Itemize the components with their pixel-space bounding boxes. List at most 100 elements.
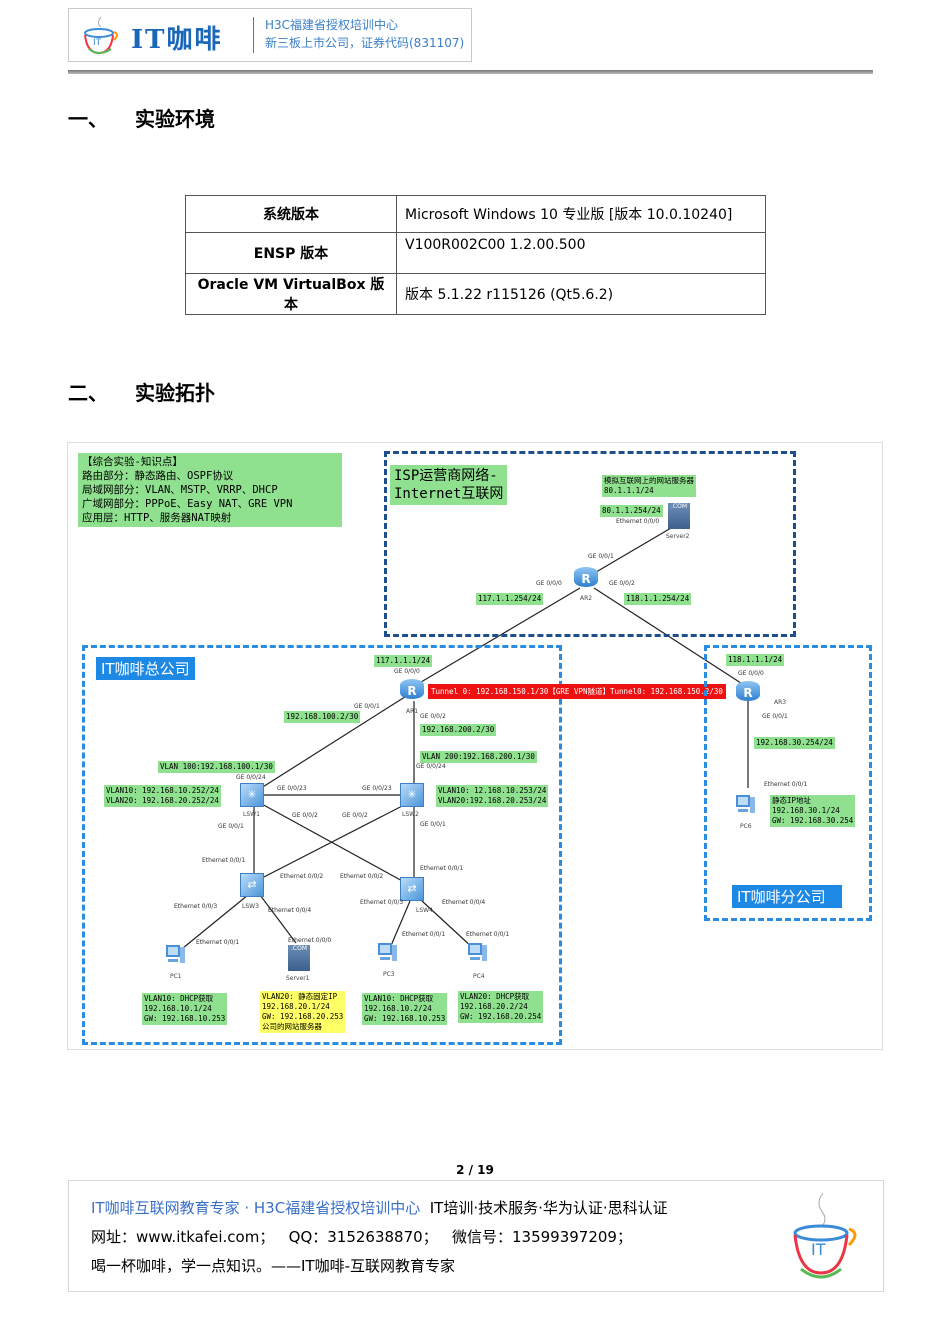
table-key: ENSP 版本	[185, 232, 397, 274]
ar3-label: AR3	[774, 699, 787, 706]
environment-table: 系统版本 Microsoft Windows 10 专业版 [版本 10.0.1…	[185, 195, 766, 315]
pc6-label: PC6	[740, 823, 752, 830]
server2-port-label: Ethernet 0/0/0	[616, 518, 660, 525]
pc3-label: PC3	[383, 971, 395, 978]
footer-box: IT咖啡互联网教育专家 · H3C福建省授权培训中心 IT培训·技术服务·华为认…	[68, 1180, 884, 1292]
hq-region	[82, 645, 562, 1045]
section-number: 二、	[68, 381, 108, 405]
note-line: 192.168.10.1/24	[144, 1004, 212, 1013]
ar1-ge002-label: GE 0/0/2	[420, 713, 446, 720]
ar2-ge000-label: GE 0/0/0	[536, 580, 562, 587]
lsw1-ge024-label: GE 0/0/24	[236, 774, 266, 781]
lsw3-switch-icon[interactable]: ⇄	[240, 873, 264, 897]
table-key: 系统版本	[185, 195, 397, 233]
note-line: 静态IP地址	[772, 796, 812, 805]
note-line: VLAN20: DHCP获取	[460, 992, 530, 1001]
ar2-label: AR2	[580, 595, 593, 602]
note-line: GW: 192.168.10.253	[144, 1014, 226, 1023]
table-value: Microsoft Windows 10 专业版 [版本 10.0.10240]	[396, 195, 766, 233]
ip-line: VLAN10: 12.168.10.253/24	[438, 786, 547, 795]
ar2-left-ip-label: 117.1.1.254/24	[476, 593, 544, 605]
lsw3-e3-label: Ethernet 0/0/3	[174, 903, 218, 910]
lsw4-e3-label: Ethernet 0/0/3	[360, 899, 404, 906]
link-lsw3-server1	[259, 894, 297, 944]
ar1-ip2-label: 192.168.200.2/30	[420, 724, 497, 736]
brand-name: IT咖啡	[131, 25, 223, 55]
ar3-ge000-label: GE 0/0/0	[738, 670, 764, 677]
pc6-note: 静态IP地址 192.168.30.1/24 GW: 192.168.30.25…	[770, 795, 856, 827]
note-line: 公司的网站服务器	[262, 1022, 322, 1031]
header-sub-line1: H3C福建省授权培训中心	[265, 18, 399, 32]
lsw1-ge023-label: GE 0/0/23	[277, 785, 307, 792]
footer-line1: IT咖啡互联网教育专家 · H3C福建省授权培训中心 IT培训·技术服务·华为认…	[91, 1197, 668, 1218]
server2-icon[interactable]: .COM	[668, 503, 690, 529]
ar1-wan-ip-label: 117.1.1.1/24	[374, 655, 433, 667]
section-title: 实验拓扑	[135, 381, 215, 405]
lsw1-label: LSW1	[243, 811, 260, 818]
note-line: 局域网部分：VLAN、MSTP、VRRP、DHCP	[82, 484, 278, 496]
header-logo-box: IT IT咖啡 H3C福建省授权培训中心 新三板上市公司，证券代码(831107…	[68, 8, 472, 62]
note-line: 模拟互联网上的网站服务器	[604, 476, 694, 485]
ar1-router-icon[interactable]: R	[400, 679, 424, 699]
lsw3-e4-label: Ethernet 0/0/4	[268, 907, 312, 914]
pc6-icon[interactable]	[734, 793, 756, 815]
footer-slogan-blue: IT咖啡互联网教育专家 · H3C福建省授权培训中心	[91, 1199, 421, 1217]
pc1-icon[interactable]	[164, 943, 186, 965]
header-divider	[253, 17, 254, 53]
ip-line: VLAN20: 192.168.20.252/24	[106, 796, 219, 805]
lsw2-switch-icon[interactable]: ✳	[400, 783, 424, 807]
lsw2-ip-label: VLAN10: 12.168.10.253/24 VLAN20:192.168.…	[436, 785, 549, 807]
pc1-label: PC1	[170, 973, 182, 980]
note-line: 80.1.1.1/24	[604, 486, 654, 495]
note-line: 广域网部分：PPPoE、Easy NAT、GRE VPN	[82, 498, 293, 510]
table-row: Oracle VM VirtualBox 版本 版本 5.1.22 r11512…	[185, 273, 766, 315]
footer-contact-line: 网址：www.itkafei.com； QQ：3152638870； 微信号：1…	[91, 1228, 632, 1246]
note-line: 应用层：HTTP、服务器NAT映射	[82, 512, 232, 524]
ar1-ge001-label: GE 0/0/1	[354, 703, 380, 710]
lsw1-switch-icon[interactable]: ✳	[240, 783, 264, 807]
isp-title-line: Internet互联网	[394, 486, 504, 502]
table-value: 版本 5.1.22 r115126 (Qt5.6.2)	[396, 273, 766, 315]
pc4-icon[interactable]	[466, 941, 488, 963]
pc3-icon[interactable]	[376, 941, 398, 963]
server2-label: Server2	[666, 533, 690, 540]
ar3-wan-ip-label: 118.1.1.1/24	[726, 654, 785, 666]
note-line: 192.168.30.1/24	[772, 806, 840, 815]
lsw4-e2-label: Ethernet 0/0/2	[340, 873, 384, 880]
coffee-cup-logo-icon: IT	[793, 1192, 857, 1279]
ar1-label: AR1	[406, 708, 419, 715]
ar2-ge001-label: GE 0/0/1	[588, 553, 614, 560]
ar3-router-icon[interactable]: R	[736, 681, 760, 701]
lsw1-ip-label: VLAN10: 192.168.10.252/24 VLAN20: 192.16…	[104, 785, 221, 807]
note-line: GW: 192.168.30.254	[772, 816, 854, 825]
note-line: VLAN20: 静态固定IP	[262, 992, 338, 1001]
ar3-lan-ip-label: 192.168.30.254/24	[754, 737, 835, 749]
server1-label: Server1	[286, 975, 310, 982]
branch-title: IT咖啡分公司	[732, 885, 842, 908]
lsw4-switch-icon[interactable]: ⇄	[400, 877, 424, 901]
pc1-note: VLAN10: DHCP获取 192.168.10.1/24 GW: 192.1…	[142, 993, 228, 1025]
lsw2-ge001-label: GE 0/0/1	[420, 821, 446, 828]
link-lsw4-pc3	[389, 900, 411, 949]
lsw4-e1-label: Ethernet 0/0/1	[420, 865, 464, 872]
gre-tunnel-label: Tunnel 0: 192.168.150.1/30【GRE VPN隧道】Tun…	[428, 684, 726, 699]
note-line: VLAN10: DHCP获取	[144, 994, 214, 1003]
pc3-note: VLAN10: DHCP获取 192.168.10.2/24 GW: 192.1…	[362, 993, 448, 1025]
server1-icon[interactable]: .COM	[288, 945, 310, 971]
server2-ip-label: 80.1.1.254/24	[600, 505, 663, 517]
lsw1-ge001-label: GE 0/0/1	[218, 823, 244, 830]
isp-title: ISP运营商网络- Internet互联网	[390, 465, 508, 505]
lsw1-ge002-label: GE 0/0/2	[292, 812, 318, 819]
header-sub-line2: 新三板上市公司，证券代码(831107)	[265, 36, 465, 50]
ip-line: VLAN20:192.168.20.253/24	[438, 796, 547, 805]
note-line: GW: 192.168.20.253	[262, 1012, 344, 1021]
ar2-router-icon[interactable]: R	[574, 567, 598, 587]
lsw3-e1-label: Ethernet 0/0/1	[202, 857, 246, 864]
pc4-label: PC4	[473, 973, 485, 980]
ar3-ge001-label: GE 0/0/1	[762, 713, 788, 720]
pc4-port-label: Ethernet 0/0/1	[466, 931, 510, 938]
table-key: Oracle VM VirtualBox 版本	[185, 273, 397, 315]
lsw2-ge024-label: GE 0/0/24	[416, 763, 446, 770]
lsw4-label: LSW4	[416, 907, 433, 914]
svg-text:IT: IT	[93, 38, 102, 48]
